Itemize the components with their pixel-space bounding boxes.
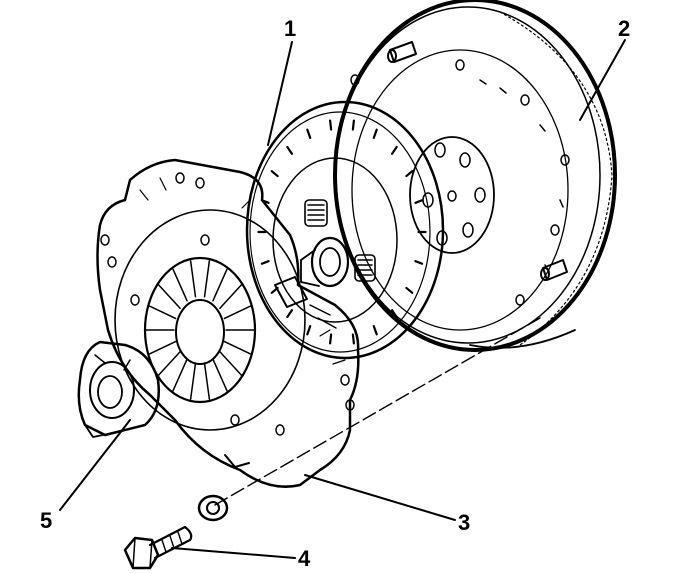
assembly-axis-line <box>214 317 541 506</box>
clutch-disc <box>245 100 445 360</box>
diaphragm-finger <box>148 305 177 320</box>
disc-rivet-slot <box>270 170 279 178</box>
diaphragm-finger <box>157 284 181 310</box>
disc-rivet-slot <box>306 325 312 336</box>
flywheel <box>333 0 617 352</box>
disc-rivet-slot <box>260 260 270 265</box>
diaphragm-finger <box>148 340 177 355</box>
disc-rivet-slot <box>329 119 333 131</box>
diaphragm-finger <box>172 268 188 302</box>
diaphragm-finger <box>203 260 211 298</box>
disc-rivet-slot <box>390 309 398 319</box>
diaphragm-finger <box>157 350 181 376</box>
disc-rivet-slot <box>351 333 355 345</box>
callout-1: 1 <box>284 16 296 41</box>
diaphragm-finger <box>219 284 243 310</box>
diaphragm-finger <box>212 358 228 392</box>
diaphragm-finger <box>172 358 188 392</box>
leader-lines <box>59 39 626 559</box>
disc-rivet-slot <box>405 286 414 294</box>
diaphragm-finger <box>203 362 211 400</box>
disc-rivet-slot <box>372 128 378 139</box>
callout-2: 2 <box>618 16 630 41</box>
diaphragm-finger <box>189 260 197 298</box>
disc-rivet-slot <box>351 119 355 131</box>
pressure-plate <box>96 158 360 488</box>
callout-3: 3 <box>458 510 470 535</box>
diaphragm-finger <box>223 305 252 320</box>
disc-rivet-slot <box>329 333 333 345</box>
diaphragm-finger <box>223 340 252 355</box>
disc-rivet-slot <box>390 145 398 155</box>
disc-rivet-slot <box>306 128 312 139</box>
disc-rivet-slot <box>414 260 424 265</box>
disc-rivet-slot <box>372 325 378 336</box>
disc-rivet-slot <box>414 199 424 204</box>
disc-rivet-slot <box>286 309 294 319</box>
callout-5: 5 <box>40 508 52 533</box>
diaphragm-finger <box>212 268 228 302</box>
disc-rivet-slot <box>286 145 294 155</box>
bolt <box>123 494 229 570</box>
diaphragm-finger <box>189 362 197 400</box>
disc-rivet-slot <box>405 170 414 178</box>
callout-4: 4 <box>298 546 311 571</box>
release-bearing <box>77 340 160 438</box>
diaphragm-finger <box>219 350 243 376</box>
